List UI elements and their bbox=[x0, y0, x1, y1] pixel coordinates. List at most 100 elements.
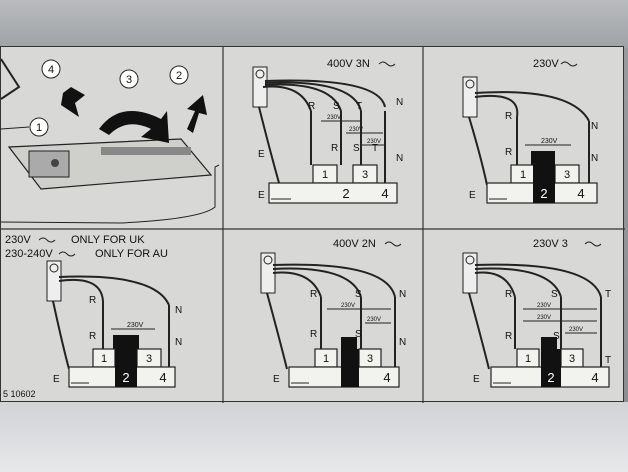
note-au: ONLY FOR AU bbox=[95, 248, 168, 260]
rotate-arrow-icon bbox=[99, 111, 169, 143]
wire-label-n-2: N bbox=[591, 153, 598, 164]
wire-label-r: R bbox=[310, 289, 317, 300]
wiring-diagram: 1 4 3 2 400V 3N R S T N E 230V bbox=[0, 47, 625, 403]
terminal-2-label: 2 bbox=[122, 370, 129, 385]
cable-clamp bbox=[462, 76, 478, 118]
wiring-label: 1 4 3 2 400V 3N R S T N E 230V bbox=[0, 46, 625, 403]
terminal-4-label: 4 bbox=[591, 370, 598, 385]
note-uk: ONLY FOR UK bbox=[71, 234, 145, 246]
terminal-4-label: 4 bbox=[381, 186, 388, 201]
wire-label-t: T bbox=[605, 289, 611, 300]
wire-label-r: R bbox=[89, 295, 96, 306]
wire-label-r-2: R bbox=[331, 143, 338, 154]
wire-label-e: E bbox=[273, 374, 280, 385]
step-marker-1-label: 1 bbox=[36, 122, 42, 134]
jumper-label-2: 230V bbox=[367, 317, 381, 323]
wire-s bbox=[474, 267, 562, 298]
clamp-screw-icon bbox=[49, 263, 59, 273]
arrow-down-icon bbox=[61, 87, 85, 117]
wire-label-s: S bbox=[333, 101, 340, 112]
panel-400v-3n-title: 400V 3N bbox=[327, 58, 370, 70]
steel-surface-top bbox=[0, 0, 628, 48]
warning-triangle-icon bbox=[0, 58, 21, 100]
wire-e bbox=[468, 292, 490, 370]
wire-label-n: N bbox=[396, 97, 403, 108]
ac-symbol-icon bbox=[58, 251, 76, 257]
wire-r bbox=[272, 271, 322, 298]
screw-icon bbox=[51, 159, 59, 167]
wire-label-e: E bbox=[473, 374, 480, 385]
terminal-3-label: 3 bbox=[569, 353, 575, 365]
terminal-1-label: 1 bbox=[101, 353, 107, 365]
jumper-bridge bbox=[341, 349, 359, 387]
jumper-bar bbox=[531, 151, 555, 165]
jumper-label-1: 230V bbox=[127, 322, 144, 329]
terminal-1-label: 1 bbox=[323, 353, 329, 365]
jumper-label-1: 230V bbox=[541, 138, 558, 145]
panel-uk-au: 230V ONLY FOR UK 230-240V ONLY FOR AU R … bbox=[3, 234, 182, 399]
wire-label-s-2: S bbox=[553, 331, 560, 342]
wire-label-n: N bbox=[399, 289, 406, 300]
terminal-4-label: 4 bbox=[383, 370, 390, 385]
step-marker-2-label: 2 bbox=[176, 70, 182, 82]
step-marker-4-label: 4 bbox=[48, 64, 54, 76]
jumper-bar bbox=[113, 335, 139, 349]
wire-label-n-2: N bbox=[396, 153, 403, 164]
jumper-bridge bbox=[541, 349, 561, 387]
wire-label-s: S bbox=[355, 289, 362, 300]
wire-label-r-2: R bbox=[505, 147, 512, 158]
arrow-up-icon bbox=[187, 95, 207, 133]
wire-e bbox=[258, 106, 280, 184]
jumper-bar bbox=[341, 337, 357, 349]
wire-label-t: T bbox=[356, 101, 362, 112]
terminal-2-label: 2 bbox=[342, 370, 349, 385]
jumper-label-1: 230V bbox=[341, 303, 355, 309]
wire-s bbox=[272, 267, 362, 298]
step-marker-4 bbox=[41, 59, 61, 79]
wire-label-t-2: T bbox=[605, 355, 611, 366]
panel-installation: 1 4 3 2 bbox=[0, 58, 220, 224]
note-au-voltage: 230-240V bbox=[5, 248, 53, 260]
wire-label-r-2: R bbox=[89, 331, 96, 342]
wire-label-e-2: E bbox=[258, 190, 265, 201]
terminal-1-label: 1 bbox=[322, 169, 328, 181]
wire-r bbox=[474, 95, 519, 118]
clamp-screw-icon bbox=[263, 255, 273, 265]
jumper-label-1: 230V bbox=[327, 115, 341, 121]
panel-230v-title: 230V bbox=[533, 58, 559, 70]
jumper-label-1: 230V bbox=[537, 303, 551, 309]
ac-symbol-icon bbox=[384, 241, 402, 247]
wire-label-n-2: N bbox=[175, 337, 182, 348]
steel-surface-bottom bbox=[0, 402, 628, 472]
ac-symbol-icon bbox=[560, 61, 578, 67]
ac-symbol-icon bbox=[378, 61, 396, 67]
panel-400v-2n-title: 400V 2N bbox=[333, 238, 376, 250]
wire-n bbox=[272, 263, 396, 298]
wire-n bbox=[474, 91, 590, 122]
wire-r bbox=[262, 85, 312, 112]
hob-outline bbox=[0, 164, 220, 224]
clamp-screw-icon bbox=[465, 255, 475, 265]
step-marker-2 bbox=[169, 65, 189, 85]
cable-clamp bbox=[46, 260, 62, 302]
terminal-3-label: 3 bbox=[146, 353, 152, 365]
wire-label-t-2: T bbox=[372, 143, 378, 154]
wire-r bbox=[474, 271, 516, 298]
wire-t bbox=[474, 263, 602, 298]
wire-n bbox=[264, 79, 386, 108]
panel-230v-3: 230V 3 R S T 230V 230V 230V R S T 1 3 E … bbox=[462, 238, 611, 388]
wire-n bbox=[58, 275, 170, 306]
wire-label-r: R bbox=[505, 289, 512, 300]
terminal-2-label: 2 bbox=[547, 370, 554, 385]
wire-e bbox=[266, 292, 288, 370]
clamp-screw-icon bbox=[465, 79, 475, 89]
terminal-4-label: 4 bbox=[577, 186, 584, 201]
terminal-block-illustration bbox=[28, 150, 70, 178]
jumper-label-3: 230V bbox=[569, 327, 583, 333]
wire-label-e: E bbox=[258, 149, 265, 160]
wire-e bbox=[52, 300, 70, 370]
terminal-1-label: 1 bbox=[520, 169, 526, 181]
step-marker-3-label: 3 bbox=[126, 74, 132, 86]
jumper-bridge bbox=[115, 349, 137, 387]
terminal-1-label: 1 bbox=[525, 353, 531, 365]
